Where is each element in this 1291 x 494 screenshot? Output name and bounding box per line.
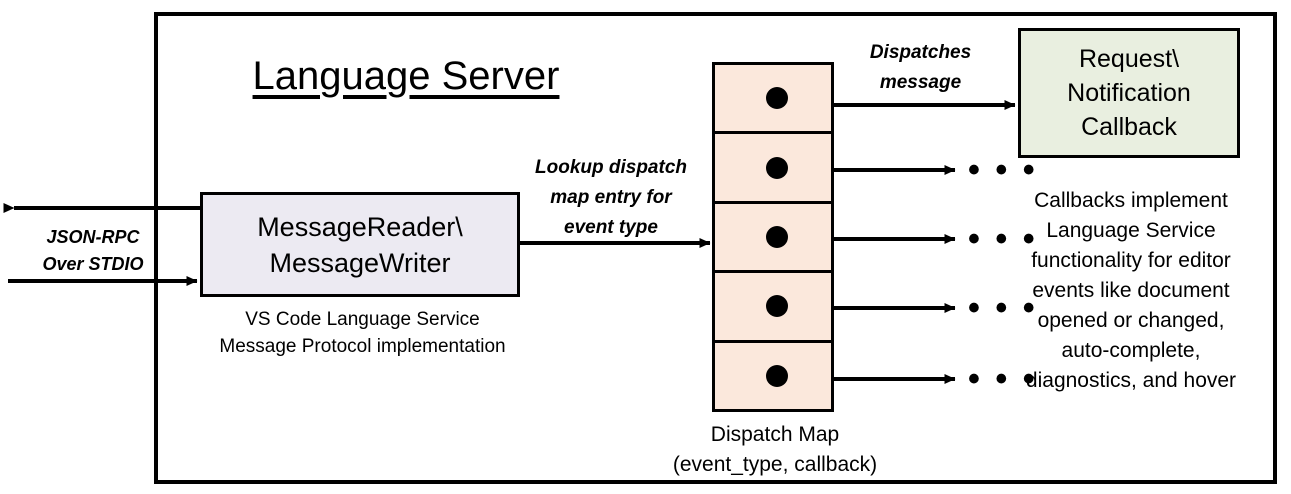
dispatches-label-line-2: message: [879, 72, 962, 93]
jsonrpc-label-line-2: Over STDIO: [42, 254, 144, 274]
dispatch-map-table: [712, 62, 834, 412]
lookup-dispatch-label: Lookup dispatch map entry for event type: [516, 153, 706, 243]
dispatch-map-row: [715, 134, 831, 204]
dispatch-map-row: [715, 273, 831, 343]
callback-caption-line-1: Callbacks implement: [1034, 189, 1228, 212]
lookup-label-line-1: Lookup dispatch: [535, 157, 687, 178]
callback-pointer-dot-icon: [766, 156, 788, 179]
dispatch-map-row: [715, 204, 831, 274]
callback-pointer-dot-icon: [766, 295, 788, 318]
dispatch-caption-line-1: Dispatch Map: [710, 423, 840, 446]
callback-caption-line-4: events like document: [1032, 279, 1230, 302]
dispatches-label-line-1: Dispatches: [869, 42, 972, 63]
ellipsis-row-2: • • •: [968, 151, 1038, 189]
jsonrpc-transport-label: JSON-RPC Over STDIO: [28, 224, 158, 278]
dispatches-message-label: Dispatches message: [828, 38, 1013, 98]
callback-pointer-dot-icon: [766, 364, 788, 387]
request-notification-callback-box: Request\ Notification Callback: [1018, 28, 1240, 158]
reader-caption-line-2: Message Protocol implementation: [219, 336, 506, 357]
dispatch-map-row: [715, 65, 831, 135]
lookup-label-line-3: event type: [564, 217, 658, 238]
message-reader-writer-box: MessageReader\ MessageWriter: [200, 192, 520, 297]
reader-caption-line-1: VS Code Language Service: [245, 309, 480, 330]
callback-caption-line-3: functionality for editor: [1031, 249, 1231, 272]
message-reader-label: MessageReader\: [257, 211, 463, 242]
callback-line-3: Callback: [1081, 113, 1177, 141]
message-reader-writer-caption: VS Code Language Service Message Protoco…: [185, 306, 540, 360]
page-title: Language Server: [252, 54, 560, 98]
callback-caption-line-2: Language Service: [1046, 219, 1216, 242]
callback-pointer-dot-icon: [766, 87, 788, 110]
language-server-boundary: [154, 12, 1277, 484]
callback-line-1: Request\: [1078, 45, 1180, 73]
message-writer-label: MessageWriter: [269, 247, 451, 278]
dispatch-caption-line-2: (event_type, callback): [672, 453, 878, 476]
callback-line-2: Notification: [1067, 79, 1191, 107]
dispatch-map-caption: Dispatch Map (event_type, callback): [635, 420, 915, 480]
callback-caption-line-7: diagnostics, and hover: [1025, 369, 1237, 392]
callback-caption-line-5: opened or changed,: [1037, 309, 1225, 332]
jsonrpc-label-line-1: JSON-RPC: [46, 227, 140, 247]
callback-caption-line-6: auto-complete,: [1061, 339, 1201, 362]
lookup-label-line-2: map entry for: [550, 187, 672, 208]
callback-pointer-dot-icon: [766, 226, 788, 249]
callback-description: Callbacks implement Language Service fun…: [1006, 186, 1256, 396]
dispatch-map-row: [715, 343, 831, 409]
